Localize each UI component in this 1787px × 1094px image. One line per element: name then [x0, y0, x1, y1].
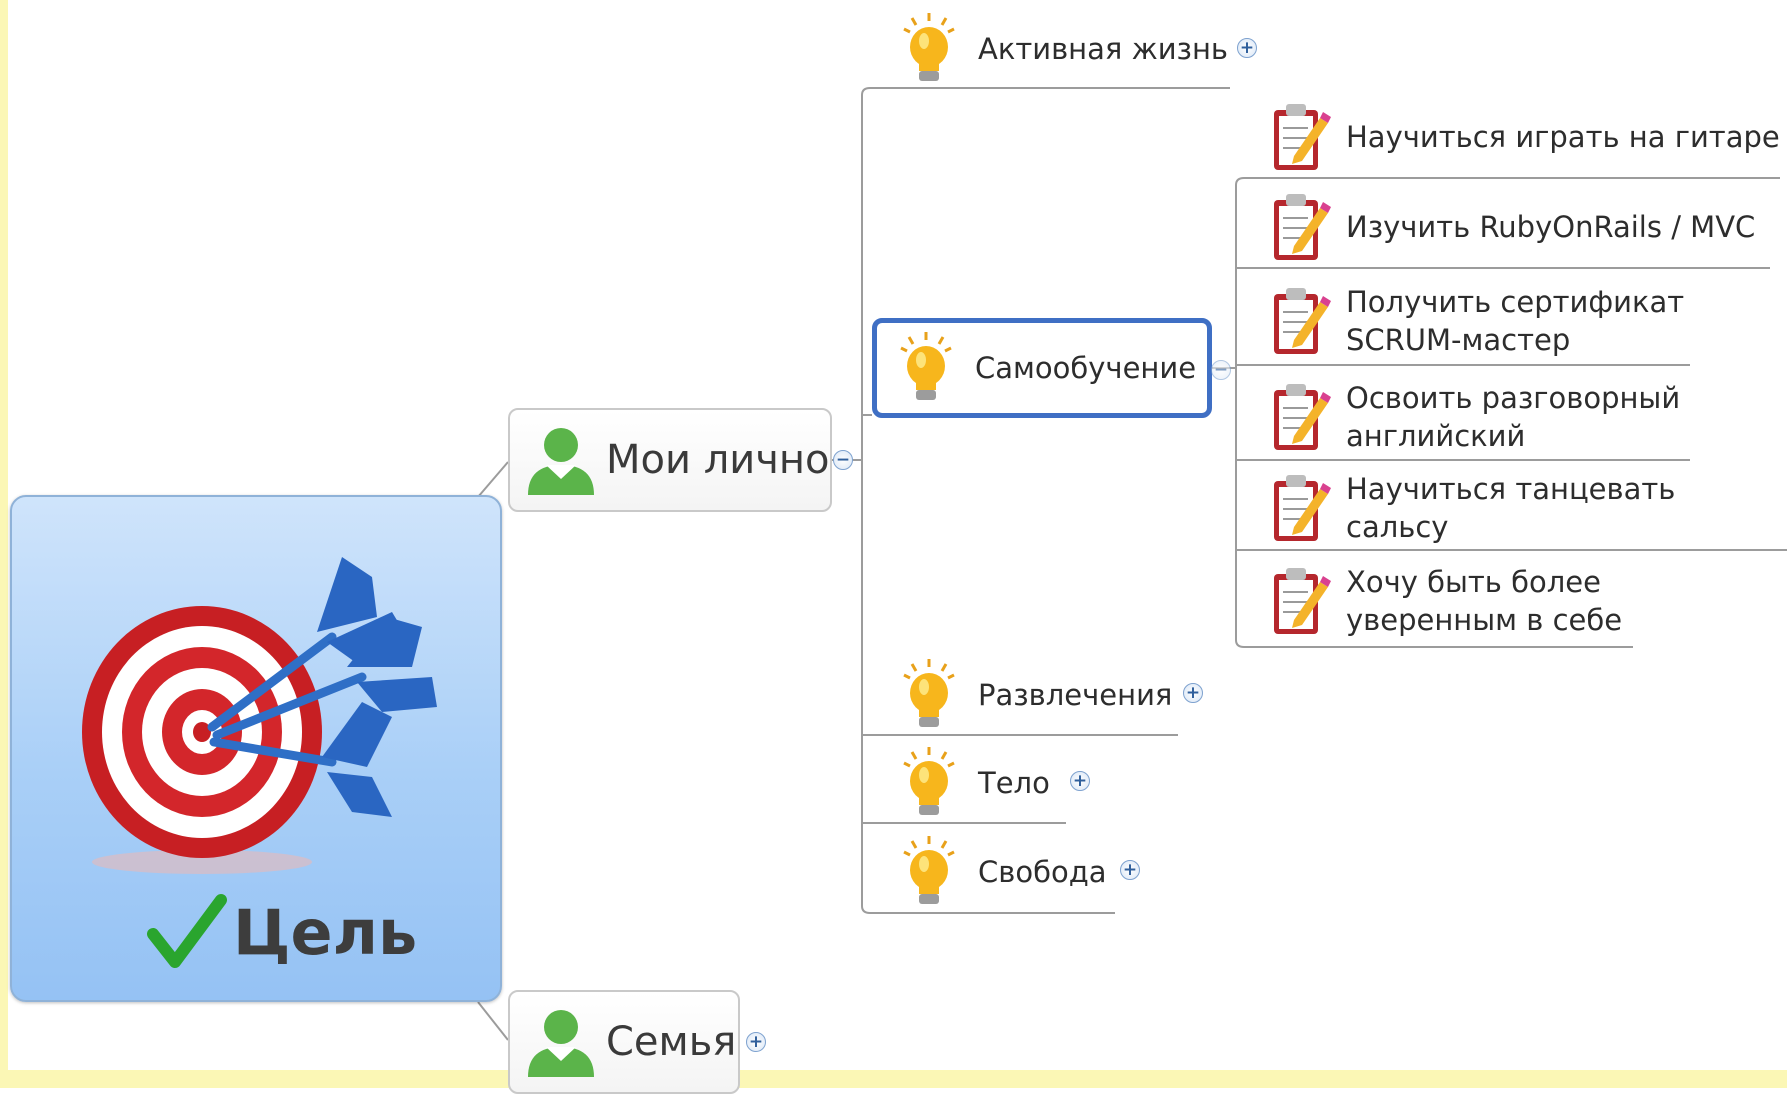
underline-task-1: [1235, 177, 1780, 186]
task-rubyonrails-label: Изучить RubyOnRails / MVC: [1346, 210, 1756, 244]
checkmark-icon: [147, 894, 227, 968]
left-margin-stripe: [0, 0, 8, 1088]
subtopic-freedom-label: Свобода: [978, 855, 1107, 889]
subtopic-self-learning-label: Самообучение: [975, 351, 1197, 385]
lightbulb-icon: [903, 747, 955, 815]
lightbulb-icon: [903, 13, 955, 81]
bottom-margin-band: [0, 1070, 1787, 1088]
topic-personal[interactable]: Мои лично: [508, 408, 832, 512]
central-topic[interactable]: Цель: [10, 495, 502, 1002]
subtopic-self-learning[interactable]: Самообучение: [872, 318, 1212, 418]
topic-family-label: Семья: [606, 1019, 737, 1065]
subtopic-entertainment[interactable]: Развлечения: [902, 655, 1172, 735]
subtopic-active-life[interactable]: Активная жизнь: [902, 10, 1228, 88]
expand-active-life-button[interactable]: +: [1237, 38, 1257, 58]
task-rubyonrails[interactable]: Изучить RubyOnRails / MVC: [1268, 188, 1755, 266]
task-guitar[interactable]: Научиться играть на гитаре: [1268, 98, 1780, 176]
subtopic-freedom[interactable]: Свобода: [902, 832, 1107, 912]
lightbulb-icon: [903, 836, 955, 904]
lightbulb-icon: [900, 332, 952, 400]
subtopic-body[interactable]: Тело: [902, 743, 1050, 823]
clipboard-task-icon: [1274, 475, 1331, 541]
clipboard-task-icon: [1274, 104, 1331, 170]
collapse-personal-button[interactable]: −: [833, 450, 853, 470]
collapse-self-learning-button[interactable]: −: [1211, 360, 1231, 380]
expand-body-button[interactable]: +: [1070, 771, 1090, 791]
connector-central-family: [477, 1001, 509, 1041]
subtopic-entertainment-label: Развлечения: [978, 678, 1173, 712]
connector-central-personal: [477, 461, 509, 498]
dartboard-icon: [82, 557, 437, 874]
task-salsa-label: Научиться танцевать сальсу: [1346, 472, 1676, 544]
subtopic-body-label: Тело: [978, 766, 1050, 800]
expand-family-button[interactable]: +: [746, 1032, 766, 1052]
topic-personal-label: Мои лично: [606, 437, 830, 483]
lightbulb-icon: [903, 659, 955, 727]
clipboard-task-icon: [1274, 568, 1331, 634]
expand-freedom-button[interactable]: +: [1120, 860, 1140, 880]
person-icon: [528, 1010, 594, 1077]
central-label: Цель: [147, 892, 417, 972]
clipboard-task-icon: [1274, 384, 1331, 450]
task-guitar-label: Научиться играть на гитаре: [1346, 120, 1780, 154]
clipboard-task-icon: [1274, 194, 1331, 260]
clipboard-task-icon: [1274, 288, 1331, 354]
task-salsa[interactable]: Научиться танцевать сальсу: [1268, 468, 1787, 548]
subtopic-active-life-label: Активная жизнь: [978, 32, 1229, 66]
expand-entertainment-button[interactable]: +: [1183, 683, 1203, 703]
spine-tasks: [1235, 185, 1633, 648]
topic-family[interactable]: Семья: [508, 990, 740, 1094]
central-title: Цель: [233, 895, 418, 969]
person-icon: [528, 428, 594, 495]
spine-personal: [861, 95, 1115, 914]
underline-active-life: [861, 87, 1230, 96]
